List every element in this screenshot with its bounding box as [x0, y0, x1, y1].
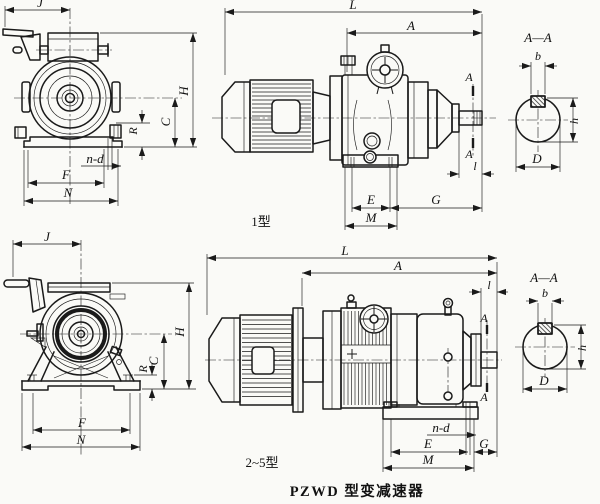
dim-label-e-side25: E [423, 436, 432, 451]
dim-label-d-section25: D [538, 373, 549, 388]
caption-type1: 1型 [251, 214, 271, 229]
section-view-type25: A—A b h D [515, 270, 589, 393]
dim-label-L-side1: L [348, 0, 356, 12]
dim-label-n-front25: N [76, 432, 87, 447]
dim-label-j-front25: J [44, 229, 51, 244]
mounting-bracket [2, 28, 41, 61]
front-view-type1: J H C R n-d F N [2, 0, 197, 206]
dim-label-e-side1: E [366, 192, 375, 207]
caption-type25: 2~5型 [245, 455, 278, 470]
dim-label-h-section25: h [575, 345, 589, 351]
pedestal [382, 401, 479, 455]
motor [208, 307, 342, 413]
pedestal [21, 345, 141, 391]
dim-label-A-side1: A [406, 18, 415, 33]
drawing-title: PZWD 型变减速器 [290, 482, 425, 500]
dim-label-g-side1: G [431, 192, 441, 207]
dim-label-r-front1: R [126, 127, 140, 136]
dim-label-nd-front1: n-d [86, 151, 104, 166]
dim-label-n-front1: N [63, 185, 74, 200]
dim-label-g-side25: G [479, 436, 489, 451]
dim-label-h-section1: h [567, 118, 581, 124]
section-mark-a-top-side25: A [479, 311, 488, 325]
dim-label-c-front1: C [158, 117, 173, 126]
section-mark-a-bottom-side1: A [464, 147, 473, 161]
gear-housing [390, 297, 498, 406]
dim-label-j-front1: J [37, 0, 44, 10]
dim-label-h-front1: H [176, 86, 191, 97]
gearbox [340, 44, 483, 168]
side-view-type1: A A l L A E G M 1型 [212, 0, 496, 230]
dim-label-L-side25: L [340, 243, 348, 258]
section-mark-a-top-side1: A [464, 70, 473, 84]
dim-label-b-section25: b [542, 286, 548, 300]
output-shaft [407, 81, 483, 159]
dim-label-A-side25: A [393, 258, 402, 273]
dim-label-nd-side25: n-d [432, 420, 450, 435]
handwheel [359, 304, 389, 334]
release-handle [3, 277, 46, 313]
clamp-handle [26, 323, 46, 348]
dim-label-l-side25: l [487, 278, 491, 292]
oil-filler-cap [340, 55, 356, 76]
dim-label-f-front25: F [77, 415, 87, 430]
breather-valve [346, 294, 357, 309]
dim-label-c-front25: C [146, 356, 161, 365]
variator [340, 294, 392, 409]
dim-label-h-front25: H [172, 327, 187, 338]
handwheel [366, 44, 404, 95]
section-view-type1: A—A b h D [508, 30, 581, 172]
section-title-type1: A—A [523, 30, 552, 45]
dim-label-d-section1: D [531, 151, 542, 166]
side-view-type25: A A l L A n-d E G M 2~5型 [205, 243, 508, 472]
dim-label-l-side1: l [473, 159, 477, 173]
dim-label-m-side1: M [365, 210, 378, 225]
front-view-type25: J H C R F N [3, 229, 196, 455]
dim-label-r-front25: R [136, 365, 150, 374]
dim-label-f-front1: F [61, 167, 71, 182]
section-title-type25: A—A [529, 270, 558, 285]
dim-label-m-side25: M [422, 452, 435, 467]
section-mark-a-bottom-side25: A [479, 390, 488, 404]
dim-label-b-section1: b [535, 49, 541, 63]
